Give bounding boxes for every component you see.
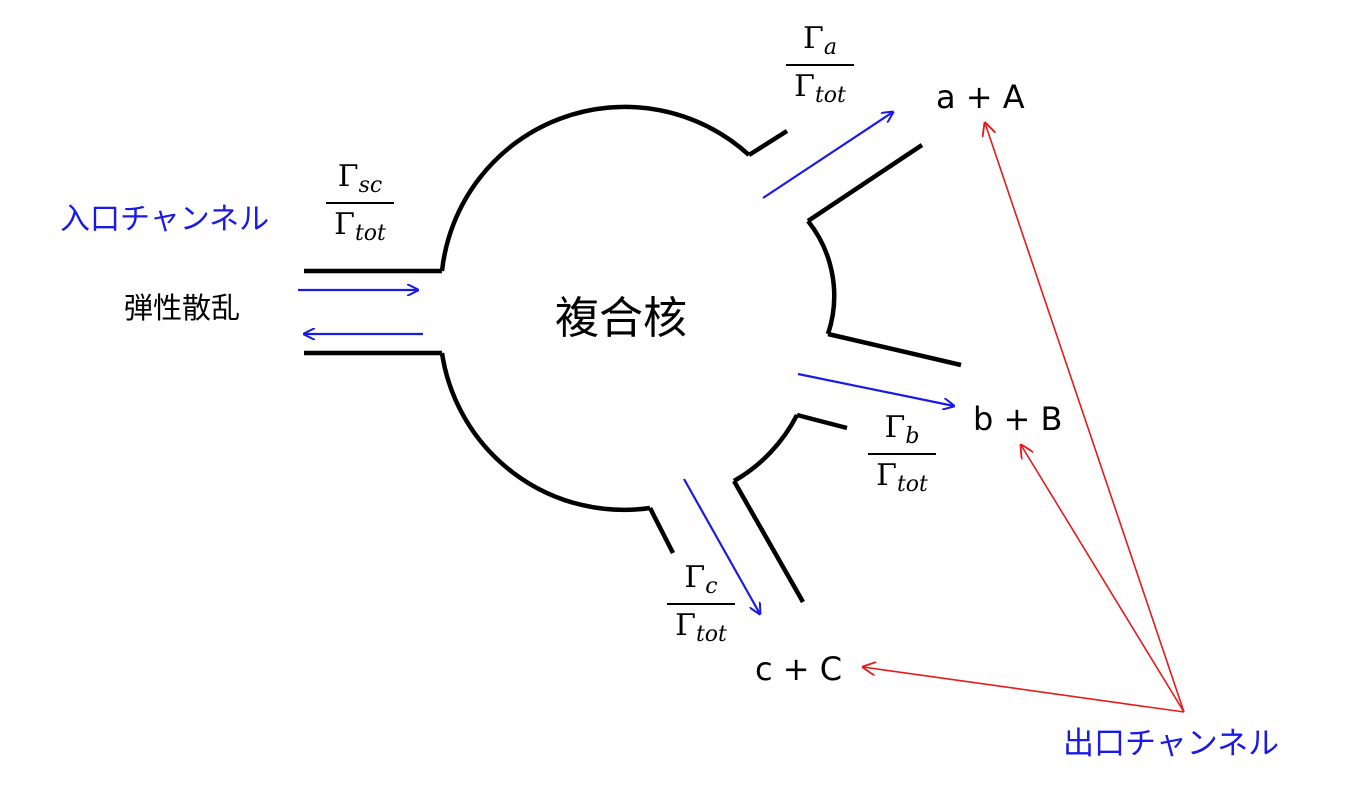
channel-b-wall-lower bbox=[796, 412, 848, 431]
gamma-symbol: Γ bbox=[803, 21, 824, 56]
entrance-channel-label: 入口チャンネル bbox=[60, 202, 270, 237]
gamma-symbol: Γ bbox=[675, 608, 696, 644]
channel-a-wall-inner bbox=[806, 143, 924, 223]
nucleus-arc-bottom-right bbox=[732, 413, 800, 483]
product-c-label: c + C bbox=[755, 650, 843, 688]
fraction-a: Γa Γtot bbox=[786, 21, 854, 109]
compound-nucleus-label: 複合核 bbox=[555, 293, 687, 344]
gamma-symbol: Γ bbox=[684, 560, 706, 595]
subscript-tot: tot bbox=[814, 83, 846, 109]
subscript-sc: sc bbox=[358, 173, 383, 198]
subscript-a: a bbox=[823, 35, 837, 60]
fraction-bar bbox=[667, 603, 735, 606]
fraction-bar bbox=[786, 64, 854, 67]
nucleus-arc-lower bbox=[439, 352, 651, 513]
decay-arrow-c bbox=[683, 478, 760, 614]
product-a-label: a + A bbox=[936, 78, 1025, 116]
channel-c-wall-right bbox=[732, 479, 805, 604]
gamma-symbol: Γ bbox=[884, 410, 906, 445]
pointer-arrow-b bbox=[1021, 445, 1185, 713]
subscript-tot: tot bbox=[695, 622, 727, 648]
product-b-label: b + B bbox=[973, 400, 1063, 438]
gamma-symbol: Γ bbox=[334, 207, 355, 243]
channel-a-wall-outer bbox=[747, 129, 789, 157]
gamma-symbol: Γ bbox=[876, 458, 897, 494]
channel-b-wall-upper bbox=[827, 331, 962, 368]
channel-c-wall-left bbox=[647, 506, 676, 555]
pointer-arrow-a bbox=[985, 123, 1185, 713]
decay-arrow-a bbox=[762, 112, 893, 199]
subscript-c: c bbox=[705, 574, 718, 599]
nucleus-arc-right bbox=[806, 219, 837, 335]
fraction-c: Γc Γtot bbox=[667, 560, 735, 648]
fraction-b: Γb Γtot bbox=[868, 410, 936, 498]
subscript-tot: tot bbox=[354, 221, 386, 247]
nucleus-arc-upper bbox=[439, 104, 751, 272]
fraction-bar bbox=[326, 202, 394, 205]
subscript-tot: tot bbox=[896, 472, 928, 498]
decay-arrow-b bbox=[797, 372, 954, 406]
fraction-sc: Γsc Γtot bbox=[326, 159, 394, 247]
exit-channel-label: 出口チャンネル bbox=[1063, 726, 1280, 762]
subscript-b: b bbox=[905, 424, 920, 449]
elastic-scattering-label: 弾性散乱 bbox=[124, 291, 241, 325]
pointer-arrow-c bbox=[863, 667, 1185, 713]
gamma-symbol: Γ bbox=[794, 69, 815, 105]
gamma-symbol: Γ bbox=[337, 159, 359, 194]
fraction-bar bbox=[868, 453, 936, 456]
